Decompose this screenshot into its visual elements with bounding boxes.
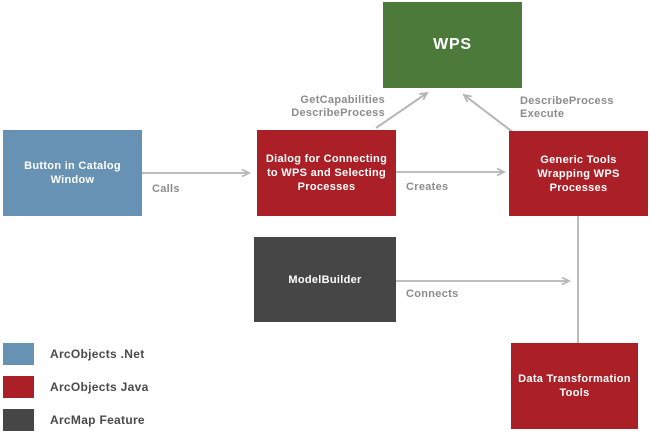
node-label: Wrapping WPS <box>537 167 620 180</box>
node-label: Button in Catalog <box>24 160 121 172</box>
node-label: to WPS and Selecting <box>266 167 387 179</box>
node-label: Data Transformation <box>518 373 631 385</box>
edge-label-connects: Connects <box>406 288 459 300</box>
edge-label-line: DescribeProcess <box>520 95 614 107</box>
legend-item-arcmap-feature: ArcMap Feature <box>3 409 145 431</box>
legend-label: ArcObjects .Net <box>50 347 145 361</box>
edge-label-line: GetCapabilities <box>300 94 385 106</box>
node-generic-tools: Generic Tools Wrapping WPS Processes <box>509 131 648 216</box>
node-dialog-for-connecting: Dialog for Connecting to WPS and Selecti… <box>257 130 396 216</box>
edge-label-describeprocess-execute: DescribeProcess Execute <box>520 95 614 121</box>
legend-label: ArcObjects Java <box>50 380 149 394</box>
legend-item-arcobjects-java: ArcObjects Java <box>3 376 149 398</box>
edge-label-calls: Calls <box>152 183 180 195</box>
node-label: Window <box>50 174 95 186</box>
edge-label-creates: Creates <box>406 181 449 193</box>
node-data-transformation-tools: Data Transformation Tools <box>511 343 638 429</box>
legend-item-arcobjects-net: ArcObjects .Net <box>3 343 145 365</box>
node-label: ModelBuilder <box>288 273 362 286</box>
node-label: Dialog for Connecting <box>265 153 388 165</box>
node-label: Tools <box>559 387 590 399</box>
edge-label-line: Execute <box>520 108 565 120</box>
node-button-in-catalog-window: Button in Catalog Window <box>3 130 142 216</box>
node-label: WPS <box>433 36 472 53</box>
legend-label: ArcMap Feature <box>50 413 145 427</box>
node-modelbuilder: ModelBuilder <box>254 237 396 322</box>
node-wps: WPS <box>383 2 522 88</box>
legend-swatch-blue <box>3 343 34 365</box>
legend-swatch-dark <box>3 409 34 431</box>
arrow-dialog-to-wps <box>375 91 429 129</box>
node-label: Generic Tools <box>540 153 617 166</box>
edge-label-getcapabilities-describeprocess: GetCapabilities DescribeProcess <box>270 94 385 120</box>
arrow-generic-to-wps <box>462 93 515 134</box>
legend-swatch-red <box>3 376 34 398</box>
node-label: Processes <box>549 181 608 194</box>
edge-label-line: DescribeProcess <box>291 107 385 119</box>
node-label: Processes <box>297 181 356 193</box>
